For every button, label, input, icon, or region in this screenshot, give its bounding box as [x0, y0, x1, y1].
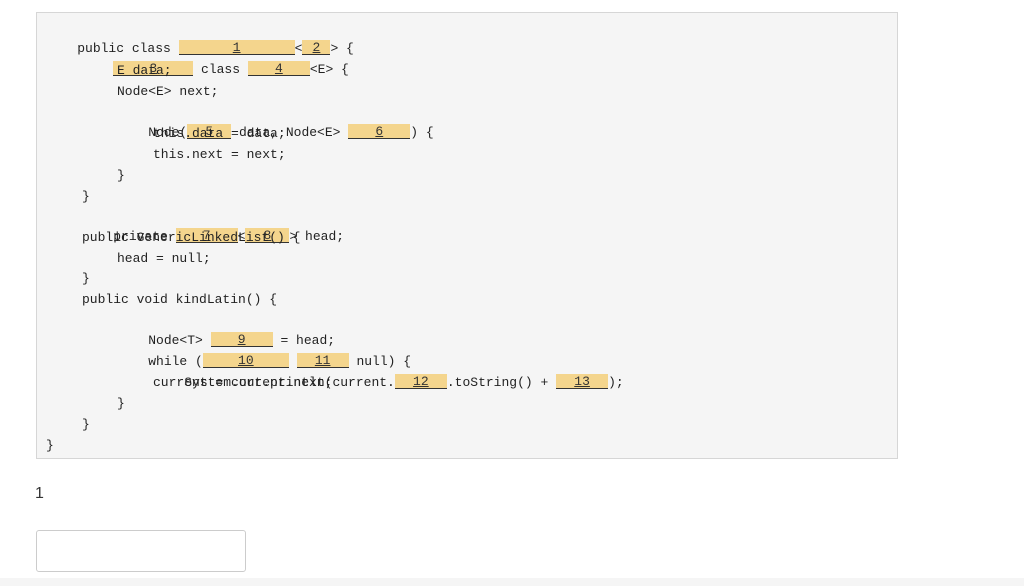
blank-1[interactable]: 1 — [178, 40, 295, 55]
code-line: } — [46, 438, 54, 453]
code-line: Node<E> next; — [117, 84, 219, 99]
code-line: public void kindLatin() { — [82, 292, 278, 307]
code-line: } — [82, 271, 90, 286]
blank-6[interactable]: 6 — [348, 124, 411, 139]
code-line: while (10 11 null) { — [117, 332, 411, 369]
blank-2[interactable]: 2 — [302, 40, 331, 55]
code-text: while ( — [148, 354, 203, 369]
code-line: this.data = data; — [153, 126, 286, 141]
code-line: 3 class 4<E> { — [82, 40, 349, 77]
blank-8[interactable]: 8 — [245, 228, 290, 243]
code-text: Node( — [148, 125, 188, 140]
answer-input[interactable] — [36, 530, 246, 572]
code-line: public class 1<2> { — [46, 19, 354, 56]
code-text: < — [294, 41, 303, 56]
blank-9[interactable]: 9 — [210, 332, 273, 347]
code-text: null) { — [356, 354, 412, 369]
code-text: <E> { — [309, 62, 349, 77]
code-text: > { — [330, 41, 354, 56]
blank-4[interactable]: 4 — [247, 61, 310, 76]
code-text: Node<T> — [148, 333, 211, 348]
code-line: current = current.next; — [153, 375, 333, 390]
code-text: data, Node<E> — [231, 125, 349, 140]
code-text — [193, 62, 201, 77]
code-text: ) { — [410, 125, 434, 140]
code-line: this.next = next; — [153, 147, 286, 162]
code-text: < — [237, 229, 246, 244]
blank-7[interactable]: 7 — [175, 228, 238, 243]
code-line: System.out.println(current.12.toString()… — [153, 353, 624, 390]
code-line: public GenericLinkedList() { — [82, 230, 301, 245]
blank-13[interactable]: 13 — [556, 374, 609, 389]
code-block: public class 1<2> { 3 class 4<E> { E dat… — [36, 12, 898, 459]
code-line: } — [82, 189, 90, 204]
code-text: > head; — [289, 229, 345, 244]
code-line: } — [117, 168, 125, 183]
code-line: head = null; — [117, 251, 211, 266]
code-line: } — [117, 396, 125, 411]
bottom-shade — [0, 578, 1024, 586]
code-text: private — [113, 229, 176, 244]
code-line: private 7<8> head; — [82, 207, 344, 244]
code-line: } — [82, 417, 90, 432]
code-line: Node(5 data, Node<E> 6) { — [117, 103, 434, 140]
code-text: public class — [77, 41, 179, 56]
blank-5[interactable]: 5 — [187, 124, 232, 139]
blank-11[interactable]: 11 — [296, 353, 349, 368]
blank-3[interactable]: 3 — [113, 61, 194, 76]
code-text: ); — [608, 375, 624, 390]
code-text: .toString() + — [446, 375, 557, 390]
code-text: = head; — [272, 333, 336, 348]
code-line: E data; — [117, 63, 172, 78]
blank-12[interactable]: 12 — [394, 374, 447, 389]
answer-label: 1 — [35, 485, 44, 502]
code-text: class — [201, 62, 248, 77]
code-text: System.out.println(current. — [184, 375, 395, 390]
code-line: Node<T> 9 = head; — [117, 311, 335, 348]
blank-10[interactable]: 10 — [202, 353, 289, 368]
